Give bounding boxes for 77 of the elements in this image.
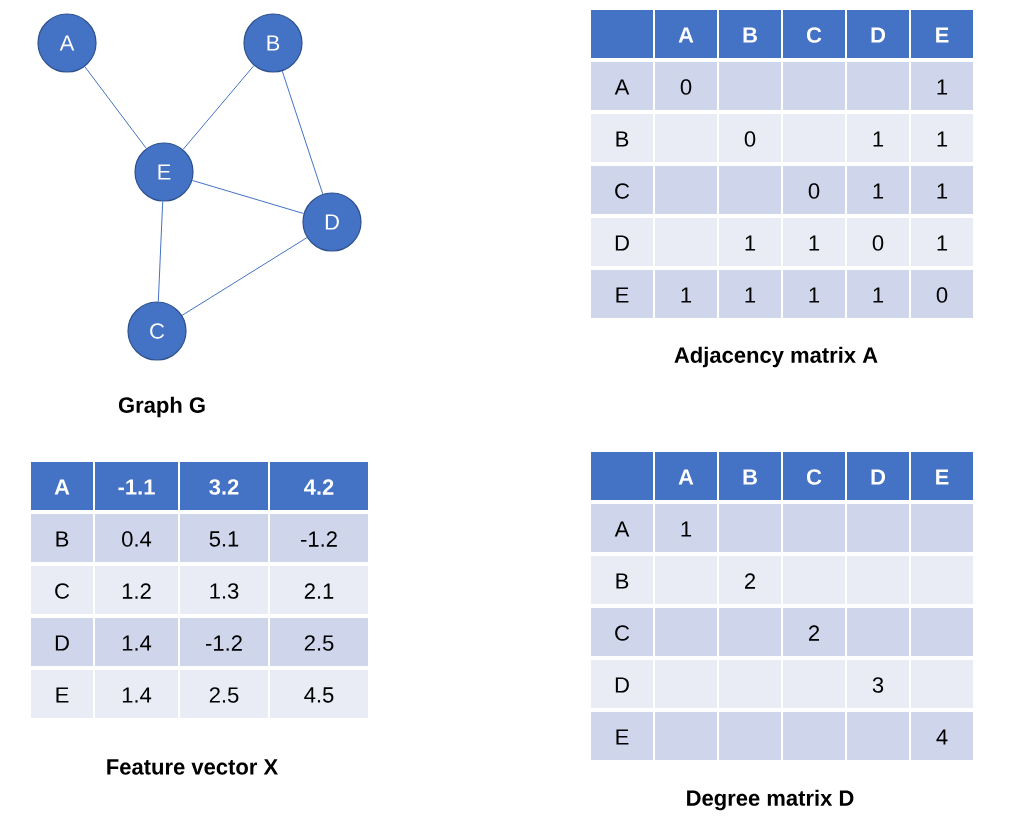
table-cell: A xyxy=(31,462,93,510)
table-cell: E xyxy=(31,670,93,718)
graph-node: C xyxy=(127,301,187,361)
table-cell: 1 xyxy=(655,504,717,552)
table-cell: 2.1 xyxy=(270,566,368,614)
table-cell: B xyxy=(719,10,781,58)
graph-node: B xyxy=(243,13,303,73)
table-cell: C xyxy=(591,166,653,214)
caption: Adjacency matrix A xyxy=(674,346,878,368)
edge-line xyxy=(84,66,147,149)
table-cell: 1 xyxy=(719,218,781,266)
table-cell: 4 xyxy=(911,712,973,760)
table-cell: 2.5 xyxy=(270,618,368,666)
table-cell: 1.3 xyxy=(180,566,268,614)
caption: Feature vector X xyxy=(107,759,278,775)
table-cell: 1.4 xyxy=(95,670,178,718)
table-cell: 0 xyxy=(719,114,781,162)
table-cell: E xyxy=(911,10,973,58)
table-cell: -1.2 xyxy=(270,514,368,562)
table-cell: B xyxy=(591,556,653,604)
table-cell: 1.2 xyxy=(95,566,178,614)
table-cell: 0 xyxy=(783,166,845,214)
table-cell: D xyxy=(591,218,653,266)
edge-line xyxy=(157,201,164,302)
table-cell: 4.2 xyxy=(270,462,368,510)
table-cell: 1 xyxy=(911,62,973,110)
table-cell: 1 xyxy=(783,218,845,266)
table-cell: 1 xyxy=(719,270,781,318)
table-cell: B xyxy=(31,514,93,562)
table-cell: 1 xyxy=(783,270,845,318)
table-cell: C xyxy=(591,608,653,656)
table-cell: -1.1 xyxy=(95,462,178,510)
table-cell: D xyxy=(591,660,653,708)
table-cell: 3 xyxy=(847,660,909,708)
table-cell: 3.2 xyxy=(180,462,268,510)
table-cell: 1.4 xyxy=(95,618,178,666)
table-cell: C xyxy=(31,566,93,614)
graph-node: D xyxy=(302,192,362,252)
table-cell: 4.5 xyxy=(270,670,368,718)
table-cell: B xyxy=(719,452,781,500)
table-cell: 2 xyxy=(719,556,781,604)
table-cell: 2 xyxy=(783,608,845,656)
table-cell: A xyxy=(591,504,653,552)
table-cell: A xyxy=(655,10,717,58)
table-cell: 1 xyxy=(847,270,909,318)
table-cell: 1 xyxy=(911,218,973,266)
graph-node: E xyxy=(134,142,194,202)
table-cell: 1 xyxy=(847,114,909,162)
table-cell: 2.5 xyxy=(180,670,268,718)
table-cell: 0.4 xyxy=(95,514,178,562)
table-cell: 5.1 xyxy=(180,514,268,562)
edge-line xyxy=(281,70,324,195)
table-cell: 1 xyxy=(847,166,909,214)
table-cell: 0 xyxy=(655,62,717,110)
table-cell: C xyxy=(783,10,845,58)
table-cell: D xyxy=(847,10,909,58)
table-cell: 1 xyxy=(911,114,973,162)
table-cell: 1 xyxy=(655,270,717,318)
table-cell: 0 xyxy=(911,270,973,318)
table-cell: D xyxy=(31,618,93,666)
table-cell: -1.2 xyxy=(180,618,268,666)
table-cell: D xyxy=(847,452,909,500)
table-cell: 0 xyxy=(847,218,909,266)
table-cell: E xyxy=(591,270,653,318)
caption: Graph G xyxy=(118,396,205,418)
table-cell: B xyxy=(591,114,653,162)
table-cell: E xyxy=(911,452,973,500)
caption: Degree matrix D xyxy=(687,789,854,811)
table-cell: A xyxy=(591,62,653,110)
table-cell: C xyxy=(783,452,845,500)
table-cell: A xyxy=(655,452,717,500)
table-cell: 1 xyxy=(911,166,973,214)
edge-line xyxy=(182,65,255,150)
table-cell: E xyxy=(591,712,653,760)
graph-node: A xyxy=(37,13,97,73)
edge-line xyxy=(191,179,305,215)
edge-line xyxy=(181,237,308,316)
